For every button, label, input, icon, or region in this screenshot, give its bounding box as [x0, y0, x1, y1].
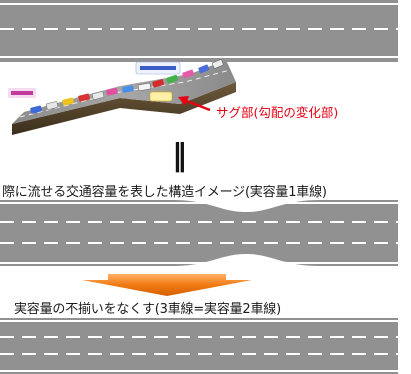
sag-label: サグ部(勾配の変化部) [216, 105, 339, 120]
road-top-two-lanes [0, 0, 398, 62]
road-bottom-three-lanes [0, 318, 398, 374]
caption-goal: 実容量の不揃いをなくす(3車線=実容量2車線) [14, 302, 281, 317]
road-middle-bottleneck [0, 200, 398, 266]
equals-symbol: ‖ [172, 138, 187, 173]
red-pointer-arrow-icon [178, 96, 211, 112]
caption-capacity-structure: 際に流せる交通容量を表した構造イメージ(実容量1車線) [2, 185, 327, 200]
sag-3d-illustration [8, 59, 236, 135]
down-arrow-icon [82, 274, 252, 296]
